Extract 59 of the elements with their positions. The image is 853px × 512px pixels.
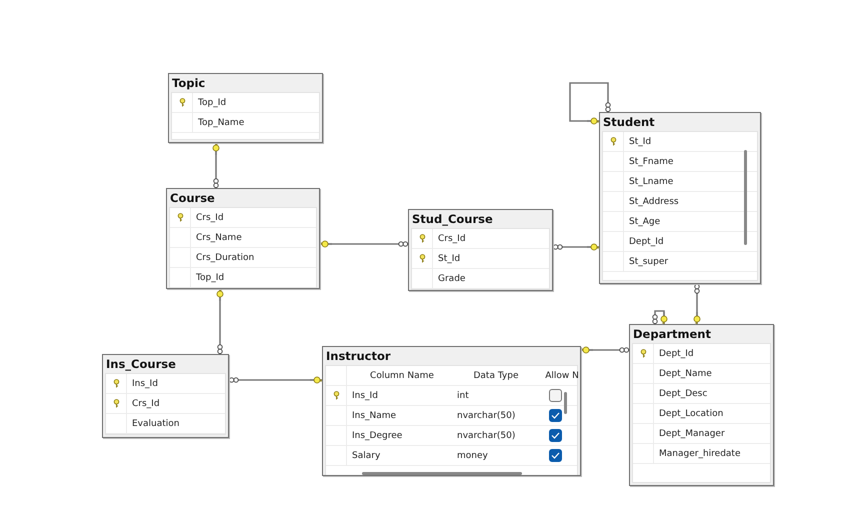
relationship-line [212,142,220,188]
column-header: Data Type [472,370,520,380]
column-name: Ins_Name [351,410,398,420]
table-title: Stud_Course [411,211,494,228]
column-name: St_Address [628,196,679,206]
column-name: St_Id [437,254,460,264]
relationship-line [580,346,630,354]
column-header: Allow N [544,370,580,380]
column-name: Dept_Id [628,236,664,246]
table-box [599,112,761,284]
relationship-line [693,284,701,325]
table-title: Ins_Course [105,356,177,373]
column-name: Crs_Id [195,212,224,222]
column-name: Top_Id [195,272,224,282]
table-box [102,354,229,438]
column-name: St_super [628,256,668,266]
column-name: Grade [437,274,466,284]
relationship-line [228,376,323,384]
data-type: nvarchar(50) [456,410,516,420]
column-header: Column Name [369,370,435,380]
column-name: Ins_Degree [351,430,404,440]
column-name: Dept_Manager [658,428,725,438]
column-name: St_Lname [628,176,674,186]
column-name: St_Age [628,216,660,226]
column-name: Crs_Name [195,232,242,242]
relationship-line [652,310,668,325]
column-name: Crs_Id [131,398,160,408]
table-box [322,346,581,476]
data-type: money [456,450,489,460]
column-name: St_Fname [628,156,674,166]
table-title: Topic [171,75,206,92]
column-name: Dept_Desc [658,388,708,398]
table-box [168,73,323,143]
column-name: Evaluation [131,418,180,428]
column-name: St_Id [628,136,652,146]
relationship-line [319,240,408,248]
column-name: Salary [351,450,382,460]
column-name: Ins_Id [131,378,158,388]
relationship-line [569,82,611,125]
table-title: Student [602,114,656,131]
relationship-line [552,243,600,251]
column-name: Top_Id [197,98,226,108]
table-box [408,209,553,291]
table-title: Course [169,190,216,207]
column-name: Dept_Name [658,368,712,378]
column-name: Crs_Id [437,234,466,244]
column-name: Dept_Id [658,348,694,358]
data-type: nvarchar(50) [456,430,516,440]
relationship-line [216,288,224,354]
data-type: int [456,390,470,400]
table-title: Instructor [325,348,392,365]
column-name: Crs_Duration [195,252,254,262]
table-title: Department [632,326,712,343]
column-name: Top_Name [197,118,244,128]
table-box [166,188,320,289]
table-box [629,324,774,486]
column-name: Dept_Location [658,408,724,418]
column-name: Ins_Id [351,390,379,400]
column-name: Manager_hiredate [658,448,740,458]
